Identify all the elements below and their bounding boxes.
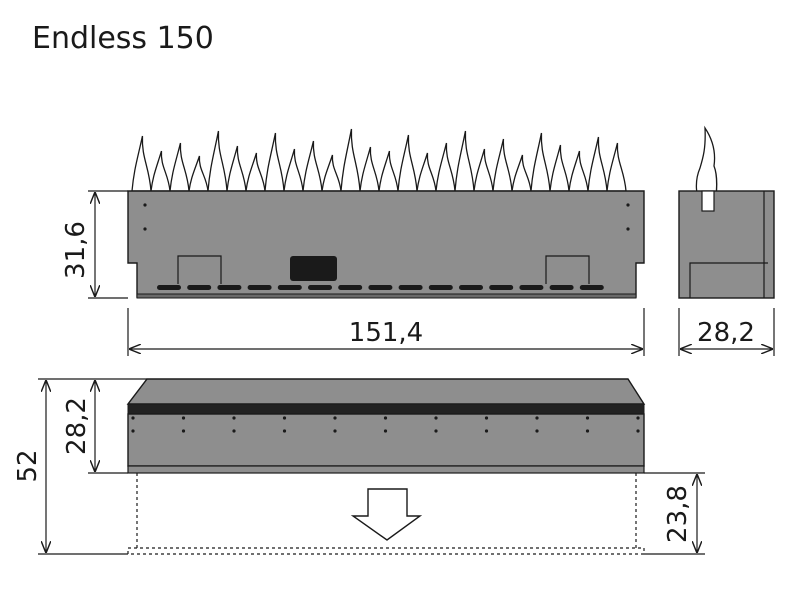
flame-shape — [511, 154, 532, 192]
front-flames — [131, 128, 627, 192]
screw-dot — [232, 416, 236, 420]
flame-shape — [131, 135, 152, 192]
front-body — [127, 190, 645, 298]
flame-shape — [549, 144, 570, 192]
flame-shape — [188, 155, 209, 192]
flame-shape — [302, 140, 323, 192]
vent-slot — [519, 285, 544, 290]
side-flame — [695, 125, 718, 212]
vent-slot — [157, 285, 181, 290]
right-bracket — [545, 255, 590, 284]
screw-dot — [131, 429, 135, 433]
vent-slot — [398, 285, 423, 290]
front-view — [127, 128, 645, 299]
vent-slot — [428, 285, 453, 290]
vent-slot — [338, 285, 363, 290]
vent-slot — [308, 285, 332, 290]
top-lid — [126, 378, 646, 405]
side-body — [678, 190, 775, 299]
dim-bottom-height: 23,8 — [663, 485, 693, 543]
screw-dot — [282, 416, 287, 420]
flame-shape — [169, 142, 190, 192]
dim-side-width: 28,2 — [697, 318, 755, 348]
screw-dot — [434, 416, 438, 420]
flame-shape — [321, 154, 342, 192]
flame-shape — [150, 150, 171, 192]
flame-shape — [283, 148, 304, 192]
dim-top-height: 28,2 — [62, 397, 92, 455]
vent-slot — [459, 285, 483, 290]
dimension-lines: 31,6 151,4 28,2 52 28,2 23,8 — [13, 190, 775, 555]
screw-dot — [232, 429, 236, 433]
flame-shape — [606, 142, 627, 192]
screw-dot — [282, 429, 287, 433]
flame-shape — [207, 130, 228, 192]
vent-slot — [277, 285, 302, 290]
left-bracket — [177, 255, 222, 284]
control-panel — [290, 256, 337, 281]
flame-shape — [435, 142, 456, 192]
dim-front-height: 31,6 — [61, 221, 91, 279]
vent-slot — [247, 285, 272, 290]
screw-dot — [585, 416, 590, 420]
flame-shape — [264, 132, 285, 192]
screw-dot — [333, 416, 337, 420]
screw-dot — [434, 429, 438, 433]
screw-dot — [131, 416, 135, 420]
flame-shape — [492, 138, 513, 192]
top-body — [127, 413, 645, 467]
flame-shape — [245, 152, 266, 192]
flame-shape — [359, 146, 380, 192]
vent-slot — [489, 285, 514, 290]
vent-slot — [217, 285, 242, 290]
drawing-title: Endless 150 — [32, 21, 214, 56]
vent-slot — [368, 285, 393, 290]
screw-dot — [383, 416, 388, 420]
flame-shape — [587, 136, 608, 192]
screw-dot — [181, 429, 186, 433]
screw-dot — [636, 429, 640, 433]
screw-dot — [535, 416, 539, 420]
vent-slot — [549, 285, 574, 290]
flame-shape — [416, 152, 437, 192]
vent-slot — [187, 285, 212, 290]
front-slots — [157, 285, 604, 290]
screw-dot — [333, 429, 337, 433]
flame-shape — [568, 150, 589, 192]
flame-shape — [473, 148, 494, 192]
flame-shape — [378, 150, 399, 192]
flame-shape — [530, 132, 551, 192]
screw-dot — [636, 416, 640, 420]
screw-dot — [484, 429, 489, 433]
dim-front-width: 151,4 — [349, 318, 423, 348]
vent-slot — [579, 285, 604, 290]
flame-shape — [340, 128, 361, 192]
screw-dot — [484, 416, 489, 420]
screw-dot — [383, 429, 388, 433]
side-view — [678, 125, 775, 299]
down-arrow-icon — [350, 488, 423, 541]
flame-shape — [226, 145, 247, 192]
screw-dot — [181, 416, 186, 420]
housing-outline — [136, 473, 637, 548]
dim-total-height: 52 — [13, 449, 43, 482]
top-view — [126, 378, 646, 555]
screw-dot — [585, 429, 590, 433]
flame-shape — [454, 130, 475, 192]
screw-dot — [535, 429, 539, 433]
flame-shape — [397, 134, 418, 192]
top-screw-dots — [131, 416, 640, 433]
